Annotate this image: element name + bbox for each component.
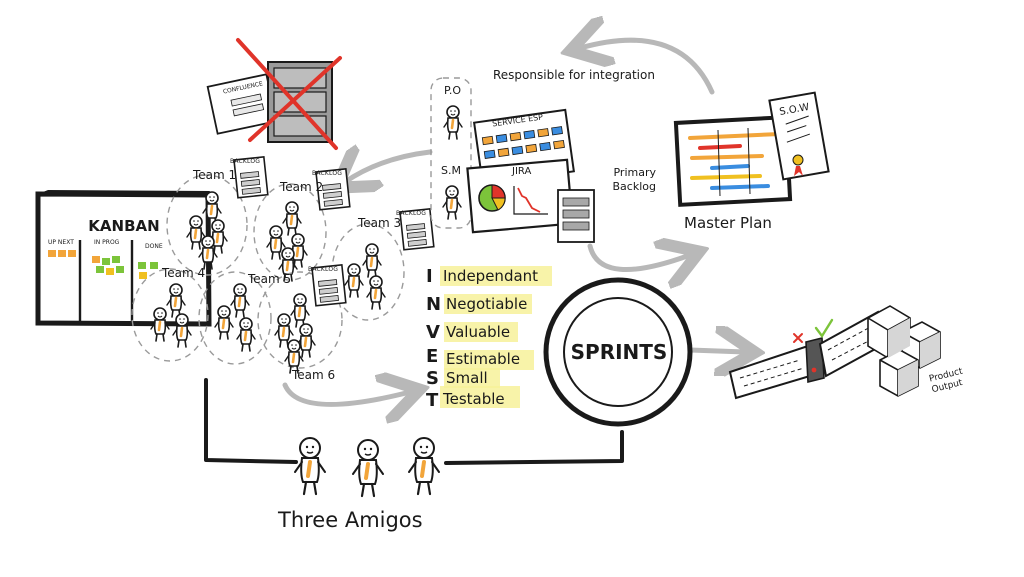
invest-letter-i: I xyxy=(426,266,433,287)
team-label-3: Team 3 xyxy=(358,216,402,230)
po-label: P.O xyxy=(444,84,462,97)
primary-backlog-label: Primary Backlog xyxy=(612,166,656,193)
sow-label: S.O.W xyxy=(779,102,811,118)
team-label-4: Team 4 xyxy=(162,266,206,280)
team-cluster-1 xyxy=(166,156,269,276)
arrow-backlog-to-masterplan xyxy=(587,246,690,270)
invest-word-estimable: Estimable xyxy=(446,350,520,368)
backlog-label-6: BACKLOG xyxy=(308,266,339,273)
kanban-col-upnext: UP NEXT xyxy=(48,239,74,246)
jira-board xyxy=(466,158,574,234)
invest-word-negotiable: Negotiable xyxy=(446,295,527,313)
backlog-label-3: BACKLOG xyxy=(396,210,427,217)
invest-letter-t: T xyxy=(426,390,439,411)
sprints-label: SPRINTS xyxy=(571,340,668,364)
team-label-2: Team 2 xyxy=(280,180,324,194)
backlog-label-2: BACKLOG xyxy=(312,170,343,177)
kanban-board: KANBAN UP NEXT IN PROG DONE xyxy=(35,190,212,327)
kanban-title: KANBAN xyxy=(88,217,159,235)
master-plan-board xyxy=(673,115,793,207)
team-cluster-6 xyxy=(257,264,347,375)
primary-backlog-stack xyxy=(557,189,595,243)
invest-word-testable: Testable xyxy=(442,390,505,408)
sm-label: S.M xyxy=(441,164,461,177)
arrow-masterplan-to-top xyxy=(580,40,715,95)
sow-document: S.O.W xyxy=(768,91,830,181)
arrow-integration-to-teams xyxy=(345,152,433,182)
confluence-document: CONFLUENCE xyxy=(206,73,278,135)
team-cluster-5 xyxy=(198,271,272,365)
invest-word-independant: Independant xyxy=(443,267,538,285)
invest-acronym: I N V E S T Independant Negotiable Valua… xyxy=(426,266,552,411)
team-label-1: Team 1 xyxy=(193,168,237,182)
master-plan-label: Master Plan xyxy=(684,214,772,232)
backlog-label-1: BACKLOG xyxy=(230,158,261,165)
kanban-col-done: DONE xyxy=(145,243,163,250)
three-amigos-bracket xyxy=(204,378,624,465)
arrow-sprints-to-output xyxy=(687,350,745,352)
invest-word-valuable: Valuable xyxy=(446,323,510,341)
sprints-circle: SPRINTS xyxy=(543,277,693,427)
kanban-col-inprog: IN PROG xyxy=(94,239,120,246)
three-amigos-figures xyxy=(293,436,441,498)
file-cabinet-crossed xyxy=(236,38,342,150)
invest-word-small: Small xyxy=(446,369,488,387)
invest-letter-e: E xyxy=(426,346,438,367)
jira-label: JIRA xyxy=(512,166,532,177)
invest-letter-n: N xyxy=(426,294,441,315)
invest-letter-v: V xyxy=(426,322,440,343)
team-label-6: Team 6 xyxy=(292,368,336,382)
production-conveyor xyxy=(728,305,941,400)
team-cluster-4 xyxy=(131,268,209,362)
team-cluster-2 xyxy=(253,168,351,283)
integration-roles xyxy=(430,77,472,229)
three-amigos-label: Three Amigos xyxy=(278,508,423,532)
team-label-5: Team 5 xyxy=(248,272,292,286)
invest-letter-s: S xyxy=(426,368,439,389)
arrow-teams-to-invest xyxy=(282,385,410,404)
integration-note: Responsible for integration xyxy=(493,68,655,82)
